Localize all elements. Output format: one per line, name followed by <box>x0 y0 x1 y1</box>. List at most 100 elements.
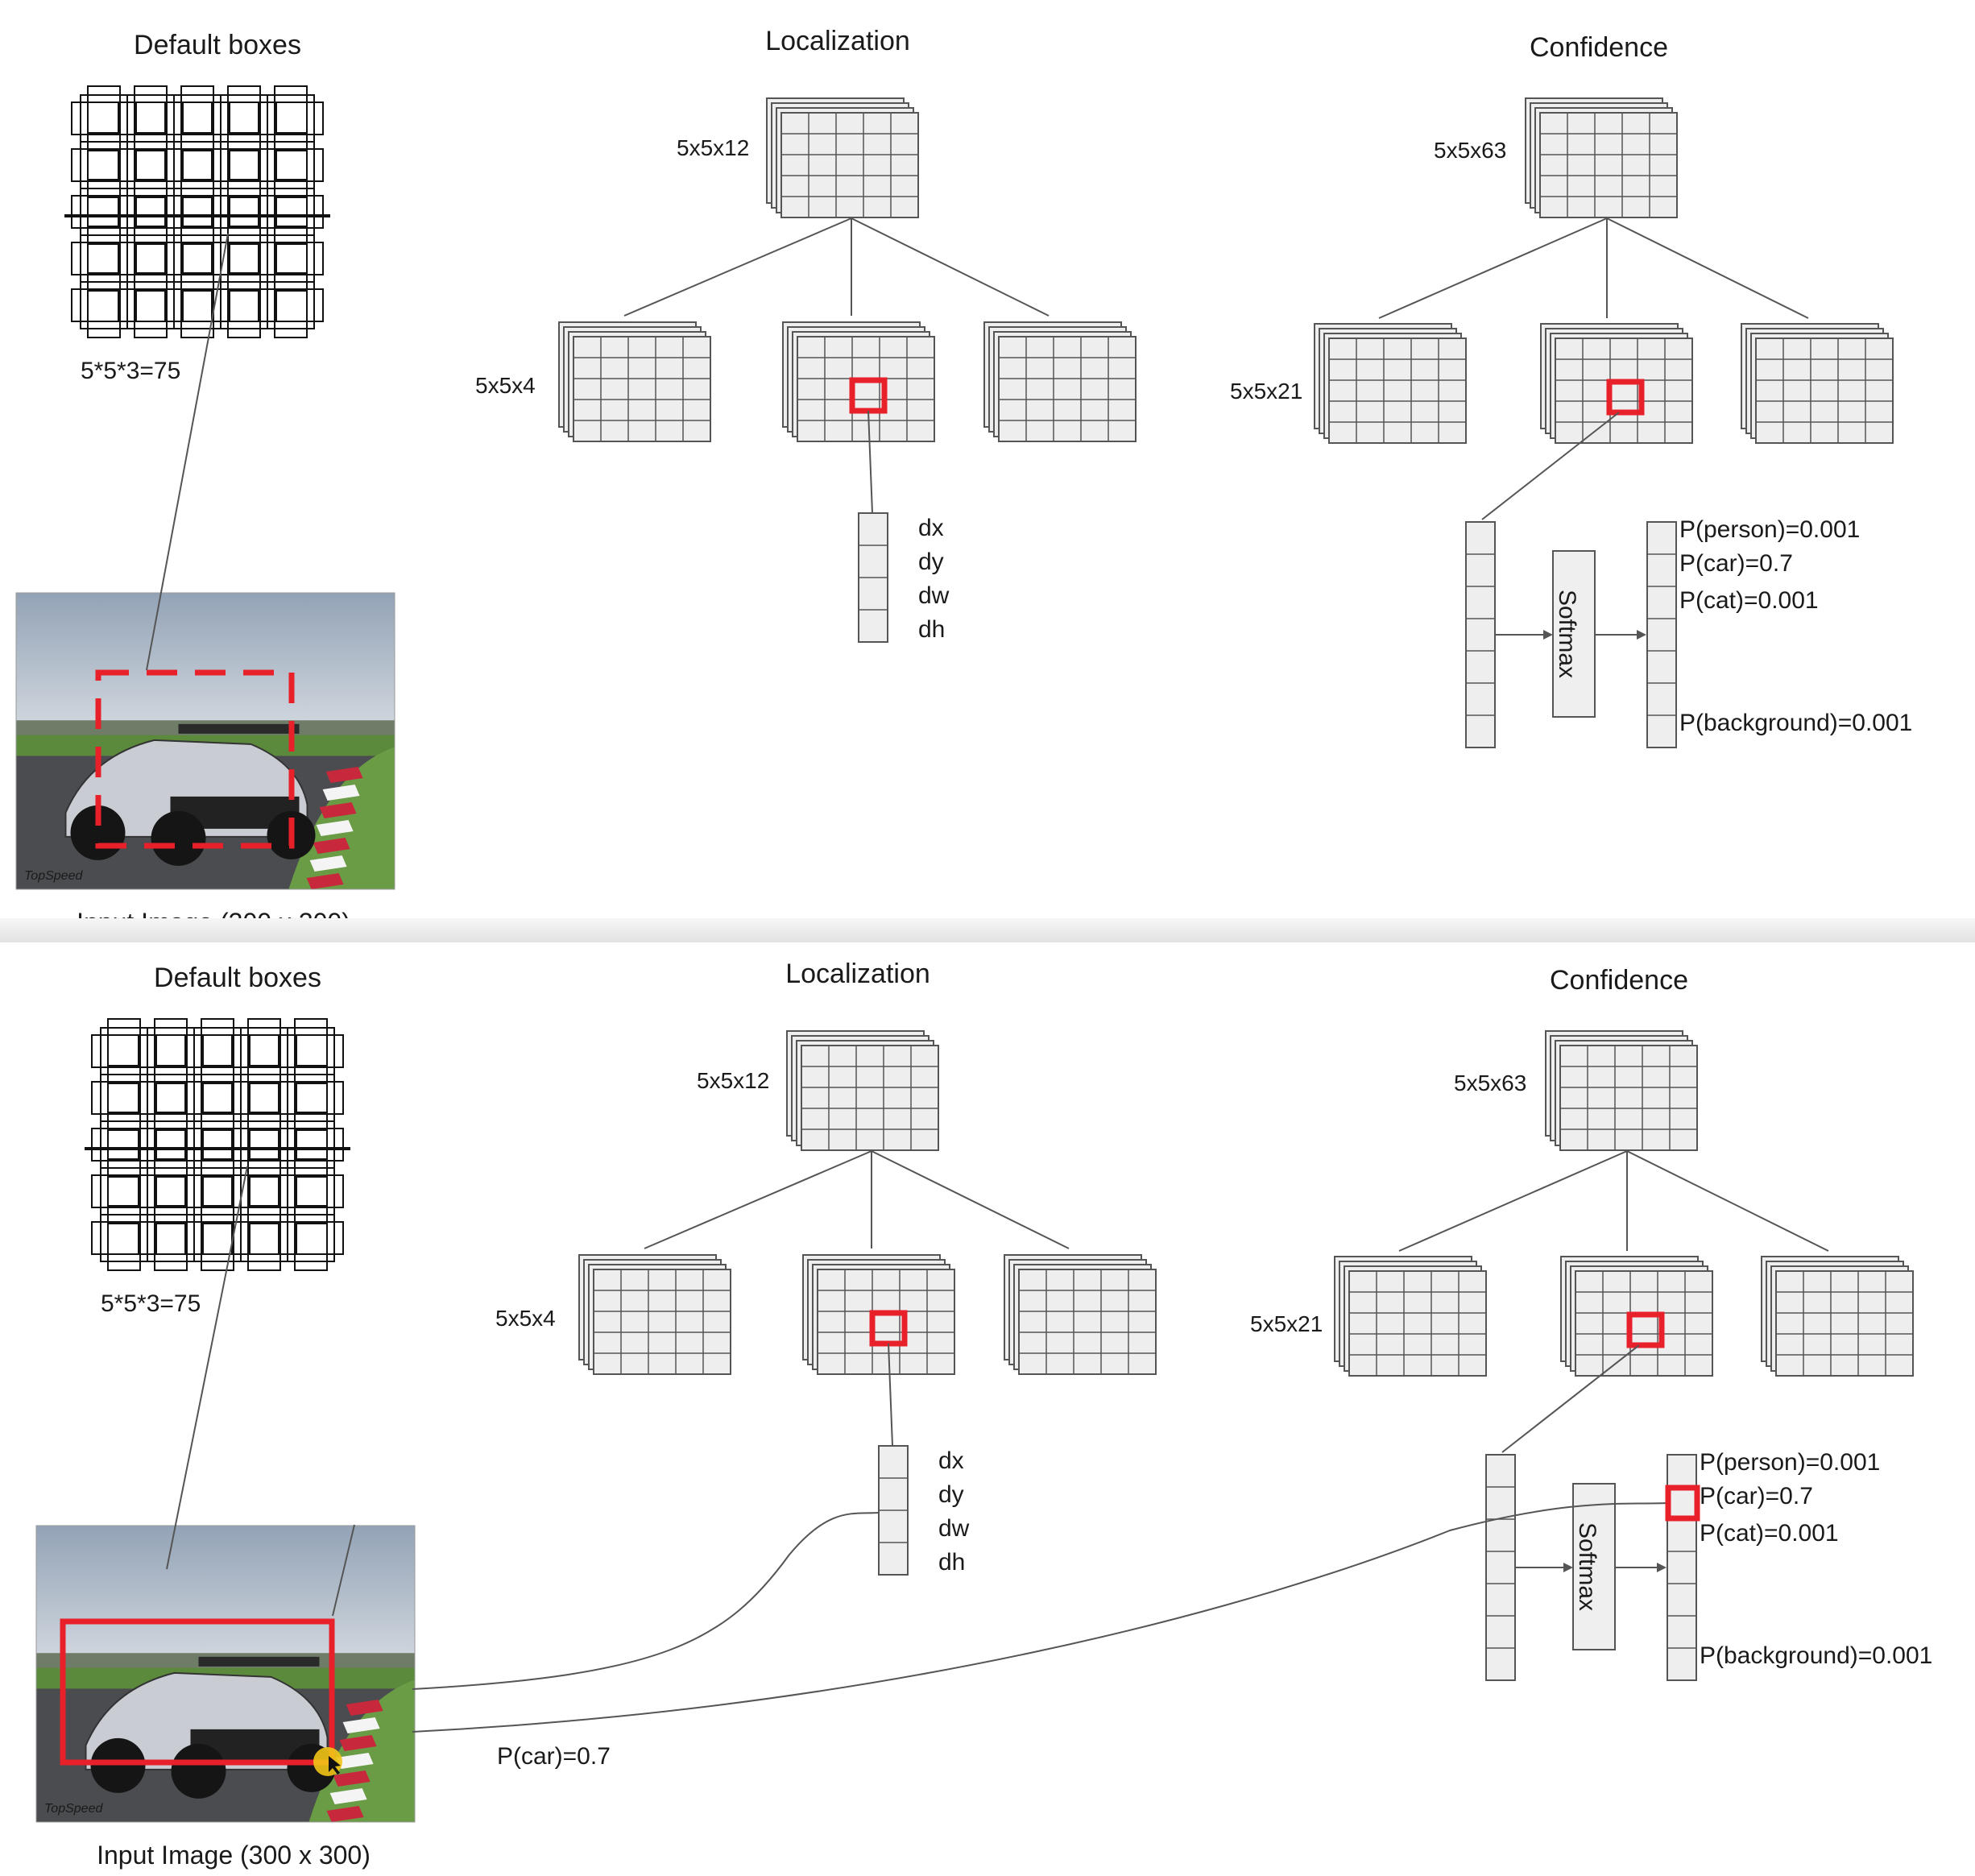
detection-box-overlay <box>60 1618 335 1766</box>
default-box <box>107 1112 141 1178</box>
mouse-pointer-icon <box>329 1756 341 1775</box>
kerb-stripe <box>313 838 350 854</box>
loc-map-left <box>558 321 711 442</box>
detection-result-label: P(car)=0.7 <box>497 1743 611 1770</box>
input-image-caption: Input Image (300 x 300) <box>97 1841 371 1870</box>
loc-branch-line <box>644 1150 872 1249</box>
default-box <box>180 85 214 151</box>
loc-branch-line <box>623 217 852 317</box>
default-box <box>231 1221 297 1255</box>
default-box <box>274 85 308 151</box>
default-box <box>247 1018 281 1084</box>
default-box <box>87 226 121 292</box>
default-box <box>164 288 230 322</box>
conf-mid-label: 5x5x21 <box>1230 379 1302 404</box>
probability-column <box>1646 521 1677 748</box>
conf-map-left <box>1334 1256 1487 1377</box>
softmax-box <box>1552 550 1596 718</box>
column-border <box>1465 521 1496 748</box>
kerb-stripe <box>346 1700 383 1716</box>
offset-dy-label: dy <box>938 1481 964 1508</box>
conf-top-map <box>1545 1030 1698 1151</box>
default-box <box>87 85 121 151</box>
default-box <box>247 1112 281 1178</box>
sky <box>16 593 395 741</box>
default-box <box>274 272 308 338</box>
arrowhead <box>1637 630 1646 640</box>
default-box <box>278 1221 344 1255</box>
default-box <box>211 288 277 322</box>
default-boxes-title: Default boxes <box>134 30 301 60</box>
feature-map-layer <box>1348 1270 1487 1377</box>
default-box <box>184 1034 250 1068</box>
prob-cat-label: P(cat)=0.001 <box>1679 587 1819 614</box>
conf-highlight-cell <box>1626 1311 1665 1348</box>
kerb-stripe <box>309 855 347 872</box>
default-box <box>294 1065 328 1131</box>
car-wing <box>178 723 300 734</box>
offset-dh-label: dh <box>918 616 945 643</box>
default-box <box>258 195 324 229</box>
kerb-stripe <box>319 802 357 818</box>
default-box <box>134 272 168 338</box>
offset-dx-label: dx <box>918 515 944 541</box>
confidence-title: Confidence <box>1530 32 1668 63</box>
watermark-text: TopSpeed <box>24 869 83 883</box>
loc-branch-line <box>871 1150 1070 1249</box>
loc-map-center <box>802 1254 955 1375</box>
default-box <box>247 1158 281 1224</box>
probability-column <box>1667 1454 1697 1681</box>
arrowhead <box>1543 630 1553 640</box>
feature-map-layer <box>1755 338 1894 444</box>
default-box <box>274 132 308 198</box>
feature-map-layer <box>1328 338 1467 444</box>
default-box <box>211 195 277 229</box>
conf-highlight-cell <box>1606 379 1645 416</box>
default-box <box>184 1128 250 1162</box>
default-box <box>258 101 324 135</box>
default-box <box>258 288 324 322</box>
default-box <box>138 1174 204 1208</box>
default-box <box>91 1081 157 1115</box>
kerb-stripe <box>336 1753 374 1769</box>
conf-connector-line <box>1481 412 1620 520</box>
car-wheel <box>151 810 206 866</box>
kerb-stripe <box>329 1788 367 1804</box>
offset-dy-label: dy <box>918 549 944 575</box>
loc-map-right <box>1004 1254 1157 1375</box>
loc-connector-line <box>867 410 873 514</box>
default-box <box>180 226 214 292</box>
confidence-title: Confidence <box>1550 965 1688 996</box>
default-box <box>278 1081 344 1115</box>
sky <box>36 1526 415 1674</box>
car-photo <box>16 593 395 889</box>
default-box <box>227 132 261 198</box>
default-box <box>231 1174 297 1208</box>
default-box <box>91 1128 157 1162</box>
conf-top-label: 5x5x63 <box>1454 1071 1526 1095</box>
default-box <box>138 1128 204 1162</box>
default-box <box>71 195 137 229</box>
loc-top-map <box>786 1030 939 1151</box>
default-box <box>180 272 214 338</box>
default-box <box>227 272 261 338</box>
car-photo <box>36 1526 415 1822</box>
default-box <box>274 226 308 292</box>
loc-top-map <box>766 97 919 218</box>
default-box <box>107 1205 141 1271</box>
default-box <box>227 179 261 245</box>
softmax-box <box>1572 1483 1616 1650</box>
panel-divider <box>0 918 1975 942</box>
default-box <box>138 1034 204 1068</box>
feature-map-layer <box>1775 1270 1914 1377</box>
loc-connector-line <box>888 1343 893 1447</box>
conf-map-left <box>1314 323 1467 444</box>
default-box <box>118 148 184 182</box>
box-corner-link-line <box>332 1524 355 1617</box>
class-score-column <box>1465 521 1496 748</box>
offset-column <box>878 1445 909 1576</box>
conf-top-map <box>1525 97 1678 218</box>
class-to-box-curve <box>412 1502 1668 1733</box>
boxes-count-label: 5*5*3=75 <box>81 358 180 384</box>
